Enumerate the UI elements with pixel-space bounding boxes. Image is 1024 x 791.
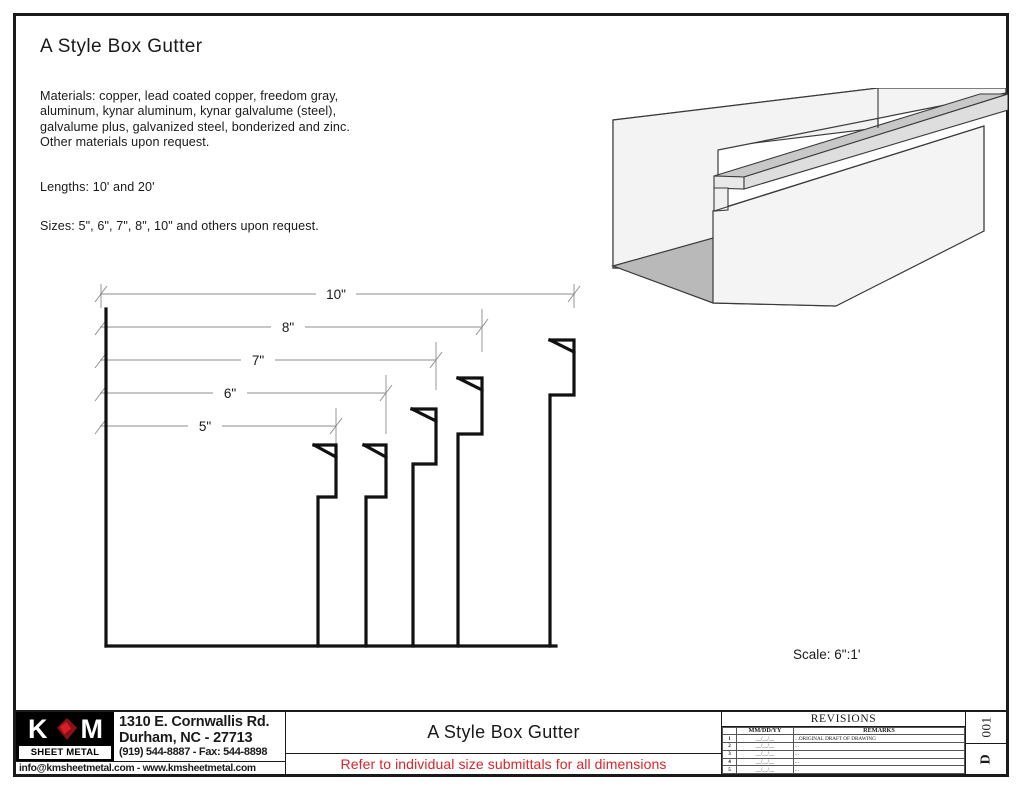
profile-geometry-group <box>104 307 576 648</box>
revision-number: 3 <box>722 749 737 759</box>
revision-row: 5__/__/__... <box>722 765 965 774</box>
page-title: A Style Box Gutter <box>40 36 203 57</box>
profile-front-6in <box>361 442 388 648</box>
revision-number: 5 <box>722 765 737 774</box>
company-top-row: K M SHEET METAL 1310 E. Cornwallis Rd. D… <box>16 712 285 761</box>
revision-remarks: ... <box>793 765 965 774</box>
logo-letter-k: K <box>28 713 47 744</box>
sheet-revision: D <box>978 753 993 765</box>
revision-date: __/__/__ <box>736 742 794 751</box>
titleblock: K M SHEET METAL 1310 E. Cornwallis Rd. D… <box>16 710 1006 774</box>
rev-col-remarks: REMARKS <box>793 726 965 736</box>
km-sheet-metal-logo: K M SHEET METAL <box>16 712 114 761</box>
email-web-line: info@kmsheetmetal.com - www.kmsheetmetal… <box>16 761 285 774</box>
revision-date: __/__/__ <box>736 749 794 759</box>
logo-subtitle: SHEET METAL <box>19 746 111 759</box>
spec-lengths-text: Lengths: 10' and 20' <box>40 180 155 194</box>
iso-right-edges <box>983 88 1007 231</box>
revisions-header-row: MM/DD/YY REMARKS <box>722 726 965 736</box>
dimension-lines-group <box>94 284 581 462</box>
profile-front-5in <box>311 442 338 648</box>
revision-remarks: ... <box>793 742 965 751</box>
dim-label-5: 5" <box>199 419 212 434</box>
revisions-table: MM/DD/YY REMARKS 1__/__/__...ORIGINAL DR… <box>722 726 965 774</box>
titleblock-drawing-cell: A Style Box Gutter Refer to individual s… <box>286 712 722 774</box>
logo-wordmark: K M <box>17 713 113 745</box>
sheet-number-cell: 001 D <box>966 712 1006 774</box>
sheet-number: 001 <box>978 716 993 738</box>
revision-row: 1__/__/__...ORIGINAL DRAFT OF DRAWING <box>722 734 965 744</box>
revision-number: 4 <box>722 757 737 767</box>
dimension-labels-group: 10" 8" 7" 6" 5" <box>188 284 356 436</box>
address-line-2: Durham, NC - 27713 <box>119 730 253 746</box>
revision-remarks: ... <box>793 757 965 767</box>
revisions-cell: REVISIONS MM/DD/YY REMARKS 1__/__/__...O… <box>722 712 966 774</box>
profile-hook-5in <box>312 443 338 459</box>
revision-number: 1 <box>722 734 737 744</box>
dim-label-bg-7 <box>241 350 275 370</box>
dim-label-10: 10" <box>326 287 346 302</box>
sheet-revision-box: D <box>966 744 1006 775</box>
profile-hook-8in <box>456 376 484 392</box>
spec-sizes-text: Sizes: 5", 6", 7", 8", 10" and others up… <box>40 219 319 233</box>
gutter-profiles-drawing: 10" 8" 7" 6" 5" <box>94 284 581 648</box>
dim-label-bg-5 <box>188 416 222 436</box>
revision-row: 4__/__/__... <box>722 757 965 767</box>
dim-label-6: 6" <box>224 386 237 401</box>
revision-date: __/__/__ <box>736 757 794 767</box>
dim-label-bg-6 <box>213 383 247 403</box>
submittal-note: Refer to individual size submittals for … <box>286 753 721 774</box>
iso-step-line <box>713 125 985 212</box>
rev-col-num <box>722 726 737 736</box>
revision-remarks: ...ORIGINAL DRAFT OF DRAWING <box>793 734 965 744</box>
profile-front-7in <box>409 406 438 648</box>
revision-date: __/__/__ <box>736 765 794 774</box>
revision-row: 3__/__/__... <box>722 749 965 759</box>
profile-front-10in <box>547 337 576 648</box>
scale-note: Scale: 6":1' <box>793 647 861 662</box>
dim-label-8: 8" <box>282 320 295 335</box>
rev-col-date: MM/DD/YY <box>736 726 794 736</box>
profile-hook-6in <box>362 443 388 459</box>
address-line-1: 1310 E. Cornwallis Rd. <box>119 714 270 730</box>
dim-label-bg-10 <box>316 284 356 304</box>
revisions-table-head: MM/DD/YY REMARKS <box>722 726 965 736</box>
logo-diamond-icon <box>57 718 77 740</box>
revision-number: 2 <box>722 742 737 751</box>
spec-materials-text: Materials: copper, lead coated copper, f… <box>40 89 350 150</box>
revision-row: 2__/__/__... <box>722 742 965 751</box>
iso-lip-return-tab <box>713 187 729 212</box>
isometric-gutter-illustration <box>611 88 1008 307</box>
iso-lip-underside <box>743 93 1008 190</box>
revision-date: __/__/__ <box>736 734 794 744</box>
profile-front-8in <box>455 375 484 648</box>
dim-label-bg-8 <box>271 317 305 337</box>
revisions-title: REVISIONS <box>722 712 965 727</box>
dim-label-7: 7" <box>252 353 265 368</box>
profile-hook-10in <box>548 338 576 354</box>
profile-hook-7in <box>410 407 438 423</box>
drawing-name: A Style Box Gutter <box>427 722 580 742</box>
revision-remarks: ... <box>793 749 965 759</box>
titleblock-company-cell: K M SHEET METAL 1310 E. Cornwallis Rd. D… <box>16 712 286 774</box>
phone-line: (919) 544-8887 - Fax: 544-8898 <box>119 746 268 758</box>
sheet-number-box: 001 <box>966 712 1006 744</box>
logo-letter-m: M <box>80 713 103 744</box>
company-address: 1310 E. Cornwallis Rd. Durham, NC - 2771… <box>114 712 285 761</box>
iso-lip-front-edge <box>713 175 745 190</box>
